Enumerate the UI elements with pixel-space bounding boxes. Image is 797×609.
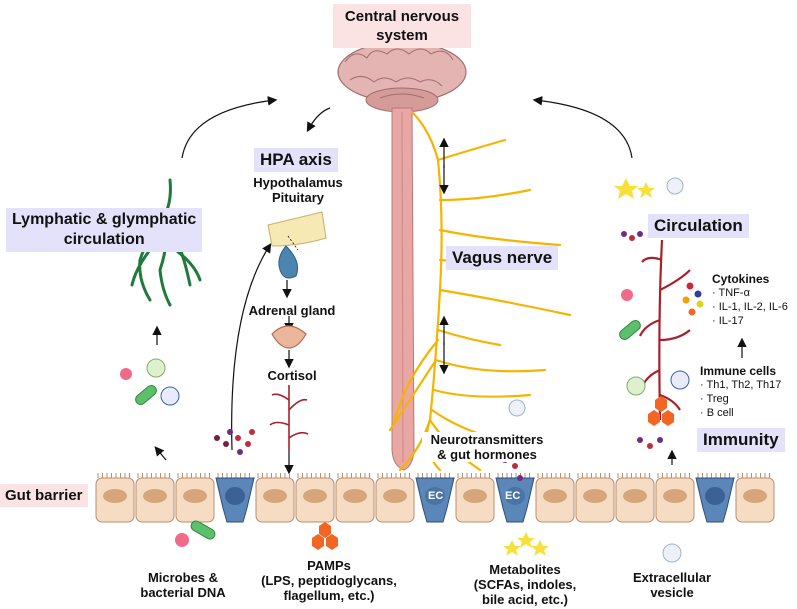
goblet-cell <box>215 473 255 523</box>
lymphatic-label: Lymphatic & glymphatic circulation <box>6 208 203 252</box>
legend-pamps-line3: flagellum, etc.) <box>283 588 375 603</box>
epithelial-cell <box>455 473 495 523</box>
epithelial-cell <box>95 473 135 523</box>
legend-microbes-label: Microbes & bacterial DNA <box>128 570 238 600</box>
circulation-label: Circulation <box>648 214 749 238</box>
lymphatic-line2: circulation <box>63 231 145 248</box>
adrenal-gland-label: Adrenal gland <box>248 303 336 318</box>
legend-microbes-icon <box>175 520 216 547</box>
hpa-axis-label: HPA axis <box>254 148 338 172</box>
gut-barrier-label: Gut barrier <box>0 484 88 507</box>
epithelial-cell <box>735 473 775 523</box>
pituitary-icon <box>267 211 327 279</box>
ec-label: EC <box>505 490 521 502</box>
adrenal-gland-icon <box>271 325 307 349</box>
epithelial-cell <box>615 473 655 523</box>
legend-vesicle-icon <box>662 543 682 563</box>
neurotransmitters-label: Neurotransmitters & gut hormones <box>422 432 552 462</box>
epithelial-cell <box>535 473 575 523</box>
cytokine-dots <box>682 282 704 316</box>
epithelial-cell <box>575 473 615 523</box>
cns-title-line2: system <box>376 27 428 44</box>
arrows <box>152 96 747 475</box>
legend-metabolites-icon <box>503 532 549 556</box>
immune-cells-block: Immune cells · Th1, Th2, Th17 · Treg · B… <box>700 364 781 420</box>
gut-barrier-cells <box>95 473 775 523</box>
cytokine-item: · TNF-α <box>712 287 750 299</box>
legend-pamps-line1: PAMPs <box>307 558 351 573</box>
blood-vessel-right <box>638 239 691 421</box>
cns-title-line1: Central nervous <box>344 8 460 25</box>
cortisol-label: Cortisol <box>267 368 317 383</box>
legend-microbes-line1: Microbes & <box>147 570 219 585</box>
legend-metabolites-line3: bile acid, etc.) <box>482 592 568 607</box>
goblet-cell <box>695 473 735 523</box>
epithelial-cell <box>335 473 375 523</box>
cytokines-title: Cytokines <box>712 272 770 286</box>
epithelial-cell <box>375 473 415 523</box>
ec-label: EC <box>428 490 444 502</box>
hypothalamus-label: Hypothalamus <box>253 175 343 190</box>
cytokine-item: · IL-17 <box>712 315 744 327</box>
legend-pamps-label: PAMPs (LPS, peptidoglycans, flagellum, e… <box>254 558 404 603</box>
immunity-label: Immunity <box>697 428 785 452</box>
cytokines-block: Cytokines · TNF-α · IL-1, IL-2, IL-6 · I… <box>712 272 788 328</box>
legend-microbes-line2: bacterial DNA <box>140 585 226 600</box>
enteroendocrine-cell <box>495 473 535 523</box>
neuro-line1: Neurotransmitters <box>430 432 544 447</box>
legend-pamps-icon <box>312 522 338 550</box>
legend-vesicle-label: Extracellular vesicle <box>620 570 724 600</box>
lymphatic-line1: Lymphatic & glymphatic <box>12 211 197 228</box>
blood-vessel-left <box>269 385 309 450</box>
vagus-nerve <box>388 110 572 472</box>
circulation-side-particles <box>614 177 690 449</box>
immune-cells-title: Immune cells <box>700 364 777 378</box>
legend-metabolites-line1: Metabolites <box>489 562 561 577</box>
immune-cell-item: · Treg <box>700 393 729 405</box>
legend-metabolites-label: Metabolites (SCFAs, indoles, bile acid, … <box>450 562 600 607</box>
immune-cell-item: · B cell <box>700 407 734 419</box>
legend-pamps-line2: (LPS, peptidoglycans, <box>261 573 397 588</box>
enteroendocrine-cell <box>415 473 455 523</box>
legend-vesicle-line2: vesicle <box>650 585 694 600</box>
neuro-line2: & gut hormones <box>437 447 537 462</box>
epithelial-cell <box>175 473 215 523</box>
pamp-cluster-left <box>214 429 255 455</box>
cns-title: Central nervous system <box>333 4 471 48</box>
legend-vesicle-line1: Extracellular <box>632 570 712 585</box>
epithelial-cell <box>135 473 175 523</box>
legend-metabolites-line2: (SCFAs, indoles, <box>473 577 577 592</box>
cytokine-item: · IL-1, IL-2, IL-6 <box>712 301 788 313</box>
brain-icon <box>337 41 467 113</box>
immune-cell-item: · Th1, Th2, Th17 <box>700 379 782 391</box>
pituitary-label: Pituitary <box>271 190 324 205</box>
vagus-nerve-label: Vagus nerve <box>446 246 559 270</box>
epithelial-cell <box>655 473 695 523</box>
lymph-side-microbes <box>120 358 180 406</box>
epithelial-cell <box>255 473 295 523</box>
epithelial-cell <box>295 473 335 523</box>
